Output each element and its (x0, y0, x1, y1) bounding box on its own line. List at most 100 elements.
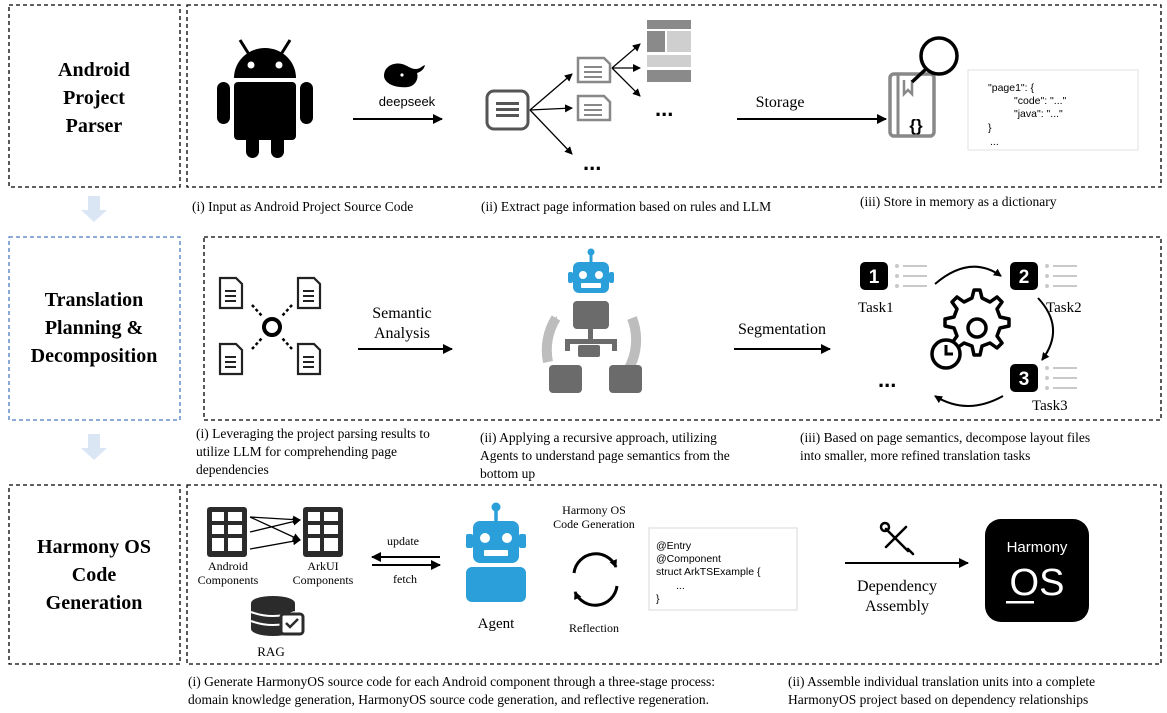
page-document-icon-1 (576, 56, 612, 84)
stage2-content-box (203, 236, 1162, 421)
dictionary-line-5: ... (990, 136, 999, 148)
code-line-5: } (656, 593, 660, 605)
generation-caption-2-line2: HarmonyOS project based on dependency re… (788, 692, 1088, 707)
magnifier-icon (910, 36, 959, 84)
storage-label: Storage (756, 94, 805, 111)
svg-text:OS: OS (1010, 562, 1065, 604)
task-badges (860, 262, 1038, 392)
stage1-label-box (8, 4, 181, 188)
semantic-analysis-label-line1: Semantic (372, 305, 432, 322)
harmonyos-logo: Harmony OS (985, 519, 1089, 622)
reflection-label: Reflection (569, 621, 619, 635)
stage2-title-line2: Planning & (45, 317, 143, 339)
task3-badge (1010, 364, 1038, 392)
stage2-title-line1: Translation (45, 289, 144, 311)
update-label: update (387, 534, 419, 548)
task2-badge (1010, 262, 1038, 290)
agent-label: Agent (478, 616, 515, 632)
code-line-4: ... (676, 580, 685, 592)
rag-label: RAG (257, 644, 284, 659)
down-arrow-2 (81, 434, 107, 460)
arkui-components-label-line1: ArkUI (307, 559, 338, 573)
fetch-label: fetch (393, 572, 417, 586)
dependency-graph-icon (218, 276, 322, 376)
codegen-label-line2: Code Generation (553, 517, 635, 531)
segmentation-label: Segmentation (738, 321, 826, 338)
task1-label: Task1 (858, 300, 894, 316)
dictionary-line-4: } (988, 122, 992, 134)
android-components-label-line2: Components (198, 573, 259, 587)
deepseek-whale-icon (384, 63, 425, 88)
memory-book-icon: {} (888, 72, 936, 138)
assembly-label-line2: Assembly (865, 598, 929, 615)
stage3-title-line2: Code (72, 564, 117, 586)
dictionary-line-3: "java": "..." (1014, 108, 1063, 120)
assembly-label-line1: Dependency (857, 578, 937, 595)
android-icon (217, 39, 313, 158)
android-components-label-line1: Android (208, 559, 248, 573)
task2-number: 2 (1019, 267, 1030, 288)
tools-icon (879, 521, 915, 556)
layout-blocks-icon (647, 20, 691, 82)
code-line-2: @Component (656, 553, 721, 565)
down-arrow-1 (81, 196, 107, 222)
parser-caption-3: (iii) Store in memory as a dictionary (860, 194, 1057, 209)
stage2-title-line3: Decomposition (31, 345, 158, 367)
stage3-content-box (186, 484, 1162, 665)
hierarchy-tree-icon (541, 301, 642, 393)
rag-database-icon (250, 596, 305, 636)
extraction-branches (529, 43, 641, 155)
stage1-title-line1: Android (58, 59, 130, 81)
code-line-1: @Entry (656, 540, 692, 552)
stage-content-boxes (186, 4, 1162, 665)
svg-text:Harmony: Harmony (1007, 539, 1068, 556)
stage1-content-box (186, 4, 1162, 188)
task2-label: Task2 (1046, 300, 1082, 316)
stage-down-arrows (81, 196, 107, 460)
agent-icon (466, 502, 526, 602)
stage1-title-line2: Project (63, 87, 125, 109)
task1-number: 1 (869, 267, 880, 288)
agent-robot-icon (568, 248, 614, 293)
extraction-ellipsis-1: ... (655, 96, 673, 121)
gear-clock-icon (930, 288, 1011, 370)
planning-caption-1-line2: utilize LLM for comprehending page (196, 444, 397, 459)
generation-caption-1-line1: (i) Generate HarmonyOS source code for e… (188, 674, 715, 689)
code-snippet-box (648, 527, 798, 611)
extraction-ellipsis-2: ... (583, 150, 601, 175)
arkui-components-label-line2: Components (293, 573, 354, 587)
code-line-3: struct ArkTSExample { (656, 566, 761, 578)
stage3-title-line1: Harmony OS (37, 536, 151, 558)
task3-label: Task3 (1032, 398, 1068, 414)
planning-caption-1-line1: (i) Leveraging the project parsing resul… (196, 426, 430, 441)
stage-label-boxes (8, 4, 181, 665)
dictionary-box (967, 69, 1139, 151)
generation-caption-1-line2: domain knowledge generation, HarmonyOS s… (188, 692, 709, 707)
deepseek-label: deepseek (379, 94, 436, 109)
semantic-analysis-label-line2: Analysis (374, 325, 430, 342)
task-ellipsis: ... (878, 367, 896, 392)
parser-caption-2: (ii) Extract page information based on r… (481, 199, 771, 214)
dictionary-line-2: "code": "..." (1014, 95, 1067, 107)
parser-caption-1: (i) Input as Android Project Source Code (192, 199, 413, 214)
dictionary-line-1: "page1": { (988, 82, 1034, 94)
planning-caption-2-line3: bottom up (480, 466, 535, 481)
stage1-title-line3: Parser (66, 115, 123, 137)
task1-badge (860, 262, 888, 290)
reflection-cycle-arrows (572, 552, 619, 607)
planning-caption-3-line1: (iii) Based on page semantics, decompose… (800, 430, 1090, 445)
page-document-icon-2 (576, 94, 612, 122)
planning-caption-3-line2: into smaller, more refined translation t… (800, 448, 1030, 463)
component-mapping-arrows (249, 515, 301, 550)
stage3-title-line3: Generation (46, 592, 143, 614)
planning-caption-2-line2: Agents to understand page semantics from… (480, 448, 730, 463)
planning-caption-1-line3: dependencies (196, 462, 269, 477)
stage2-label-box (8, 236, 181, 421)
source-document-icon (485, 89, 530, 131)
codegen-label-line1: Harmony OS (562, 503, 626, 517)
stage3-label-box (8, 484, 181, 665)
task-list-lines (895, 264, 1077, 390)
task-cycle-arrows (934, 265, 1055, 407)
task3-number: 3 (1019, 369, 1030, 390)
